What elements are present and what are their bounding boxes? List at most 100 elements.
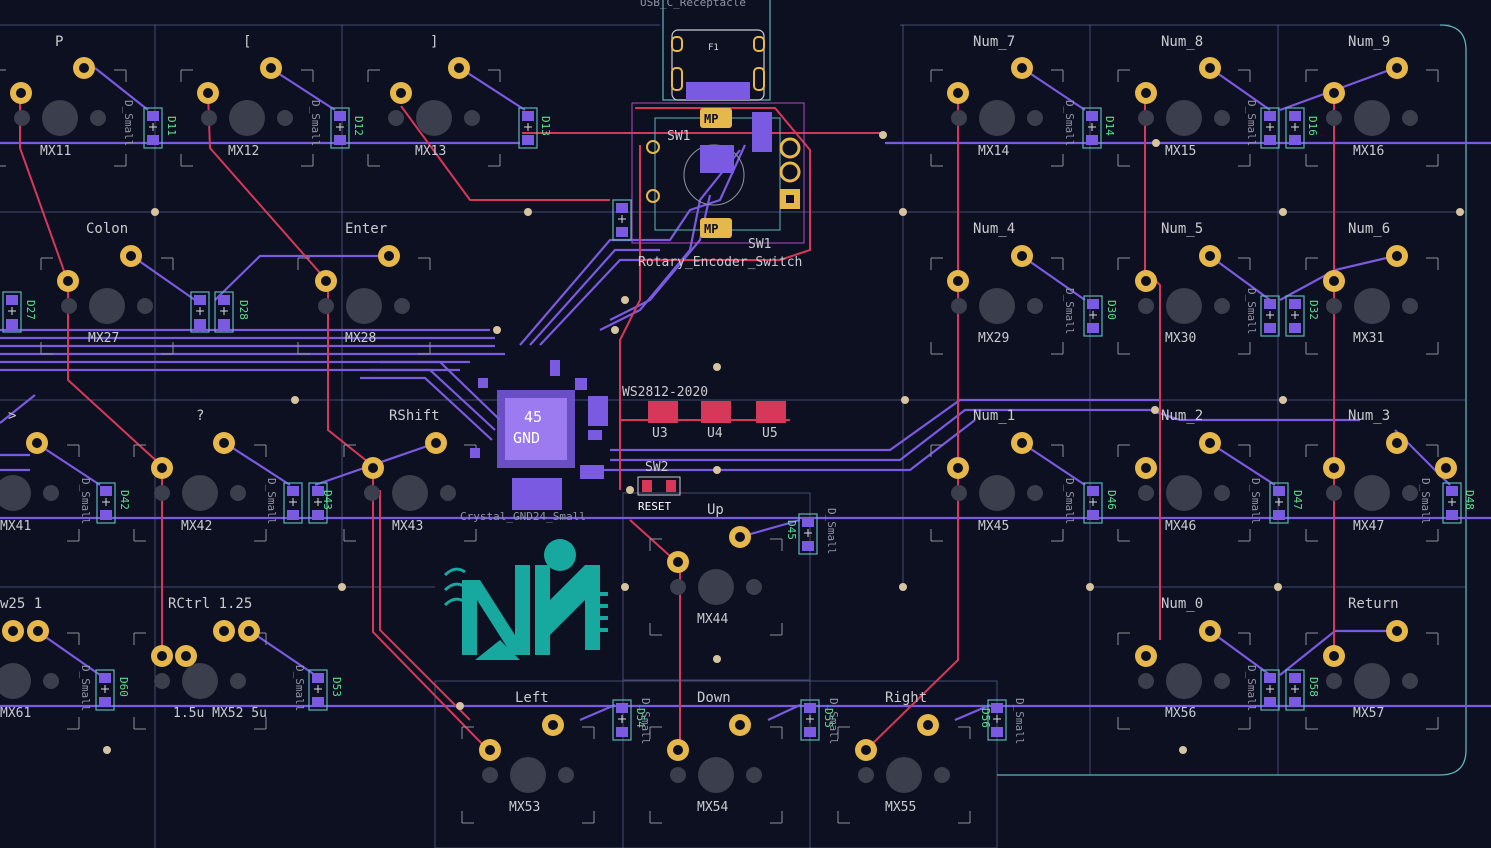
diode-value: D_Small [1419,478,1432,524]
diode-ref: D43 [321,490,334,510]
led-ref-u3: U3 [652,426,668,441]
key-label: Num_2 [1161,408,1203,424]
mounting-pad-top: MP [704,112,718,126]
microcontroller [470,360,608,510]
key-label: Num_9 [1348,34,1390,50]
svg-text:F1: F1 [708,43,719,53]
rotary-encoder [631,102,805,244]
diode-value: D_Small [639,698,652,744]
usb-connector: F1 [671,29,765,101]
diode-value: D_Small [1063,478,1076,524]
key-ref: MX29 [978,331,1009,346]
diode-value: D_Small [1063,100,1076,146]
key-ref: MX28 [345,331,376,346]
key-ref: MX45 [978,519,1009,534]
key-ref: MX56 [1165,706,1196,721]
key-label: Return [1348,596,1399,612]
mcu-gnd-label: GND [513,429,540,447]
led-value: WS2812-2020 [622,385,708,400]
diode-footprints [2,107,1462,741]
diode-ref: D58 [1307,677,1320,697]
diode-value: D_Small [79,478,92,524]
board-edge-outline [997,24,1467,776]
diode-value: D_Small [1249,478,1262,524]
key-ref: MX30 [1165,331,1196,346]
key-label: Left [515,690,549,706]
key-ref: MX31 [1353,331,1384,346]
diode-ref: D53 [330,677,343,697]
diode-ref: D46 [1105,490,1118,510]
diode-ref: D13 [539,116,552,136]
back-copper-traces [0,66,1491,722]
diode-value: D_Small [1013,698,1026,744]
key-label: Num_6 [1348,221,1390,237]
diode-ref: D55 [822,708,835,728]
key-label: Enter [345,221,387,237]
diode-ref: D54 [634,708,647,728]
diode-ref: D12 [352,116,365,136]
diode-value: D_Small [309,100,322,146]
mounting-pad-bottom: MP [704,222,718,236]
reference-designators: MX11 MX12 MX13 MX14 MX15 MX16 MX27 MX28 … [0,144,1384,815]
key-ref: MX41 [0,519,31,534]
diode-ref: D14 [1103,116,1116,136]
diode-value: D_Small [265,478,278,524]
diode-value: D_Small [122,100,135,146]
key-ref: MX54 [697,800,728,815]
key-label: P [55,34,63,50]
key-ref: 1.5u MX52 5u [173,706,267,721]
crystal-value: Crystal_GND24_Small [460,510,586,523]
diode-value: D_Small [825,508,838,554]
diode-ref: D60 [117,677,130,697]
diode-ref: D30 [1105,300,1118,320]
key-ref: MX15 [1165,144,1196,159]
diode-value: D_Small [79,665,92,711]
key-label: [ [243,34,251,50]
key-label: Up [707,502,724,518]
diode-value: D_Small [1245,665,1258,711]
vias [103,131,1464,754]
usb-value: USB_C_Receptacle [640,0,746,9]
key-label: Num_5 [1161,221,1203,237]
diode-value: D_Small [1245,100,1258,146]
key-ref: MX42 [181,519,212,534]
led-ref-u4: U4 [707,426,723,441]
key-ref: MX61 [0,706,31,721]
key-label: Num_7 [973,34,1015,50]
key-ref: MX55 [885,800,916,815]
led-ref-u5: U5 [762,426,778,441]
key-ref: MX27 [88,331,119,346]
diode-ref: D47 [1291,490,1304,510]
reset-switch-value: RESET [638,500,671,513]
diode-ref: D27 [24,300,37,320]
key-ref: MX13 [415,144,446,159]
diode-values: D_Small D_Small D_Small D_Small D_Small … [79,100,1432,744]
logo [443,539,608,660]
key-ref: MX14 [978,144,1009,159]
encoder-ref-top: SW1 [667,129,690,144]
encoder-ref-bottom: SW1 [748,237,771,252]
key-label: RCtrl 1.25 [168,596,252,612]
diode-ref: D45 [785,520,798,540]
mcu-pin-count: 45 [524,408,542,426]
diode-ref: D11 [165,116,178,136]
key-label: Num_1 [973,408,1015,424]
key-ref: MX46 [1165,519,1196,534]
diode-ref: D16 [1306,116,1319,136]
key-label: ? [196,408,204,424]
diode-value: D_Small [1245,288,1258,334]
key-label: Num_8 [1161,34,1203,50]
key-ref: MX57 [1353,706,1384,721]
led-row [637,401,786,496]
key-ref: MX53 [509,800,540,815]
diode-value: D_Small [293,665,306,711]
diode-ref: D32 [1307,300,1320,320]
diode-refs: D11 D12 D13 D14 D16 D27 D28 D30 D32 D42 … [24,116,1476,728]
diode-ref: D42 [118,490,131,510]
key-label: Num_3 [1348,408,1390,424]
key-label: > [8,408,16,424]
key-ref: MX16 [1353,144,1384,159]
key-label: Right [885,690,927,706]
